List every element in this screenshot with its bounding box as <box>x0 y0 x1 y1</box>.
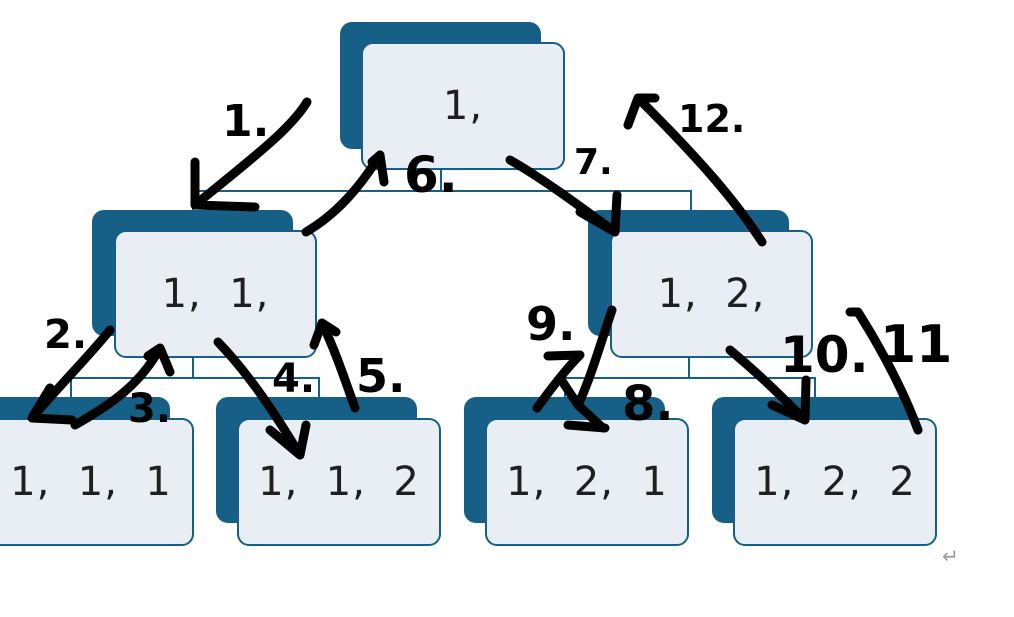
annotation-6: 6. <box>404 146 458 204</box>
annotation-10: 10. <box>780 326 869 384</box>
arrow-5 <box>309 318 360 413</box>
annotation-12: 12. <box>678 97 745 141</box>
level2-node-4: 1, 2, 2 <box>733 418 937 546</box>
connector-root-stem <box>440 168 442 190</box>
annotation-5: 5. <box>356 349 405 403</box>
arrow-12 <box>623 93 767 247</box>
arrow-8 <box>555 305 617 433</box>
arrow-9 <box>532 350 585 413</box>
level2-node-3: 1, 2, 1 <box>485 418 689 546</box>
connector-left-to-level2 <box>70 377 320 399</box>
annotation-3: 3. <box>128 386 171 432</box>
level1-left-node: 1, 1, <box>114 230 317 358</box>
level2-node-1-label: 1, 1, 1 <box>10 459 172 505</box>
level2-node-3-label: 1, 2, 1 <box>506 459 668 505</box>
root-node: 1, <box>361 42 565 170</box>
arrow-2 <box>27 325 115 425</box>
level2-node-2-label: 1, 1, 2 <box>258 459 420 505</box>
level1-right-label: 1, 2, <box>657 271 766 317</box>
root-node-label: 1, <box>442 83 484 129</box>
level1-right-node: 1, 2, <box>610 230 813 358</box>
annotation-1: 1. <box>222 96 269 147</box>
arrow-7 <box>505 155 622 237</box>
annotation-11: 11 <box>880 315 952 375</box>
level2-node-4-label: 1, 2, 2 <box>754 459 916 505</box>
arrow-11 <box>845 307 923 435</box>
annotation-7: 7. <box>574 142 613 183</box>
arrow-3 <box>70 343 175 430</box>
annotation-8: 8. <box>622 376 674 432</box>
arrow-6 <box>301 150 389 237</box>
connector-right-stem <box>688 356 690 377</box>
annotation-9: 9. <box>526 297 575 351</box>
arrow-1 <box>190 97 312 212</box>
paragraph-return-mark: ↵ <box>942 544 959 568</box>
annotation-4: 4. <box>272 356 315 402</box>
level2-node-1: 1, 1, 1 <box>0 418 194 546</box>
arrow-10 <box>725 345 811 425</box>
level2-node-2: 1, 1, 2 <box>237 418 441 546</box>
connector-left-stem <box>192 356 194 377</box>
arrow-4 <box>213 337 311 460</box>
level1-left-label: 1, 1, <box>161 271 270 317</box>
annotation-2: 2. <box>44 312 87 358</box>
